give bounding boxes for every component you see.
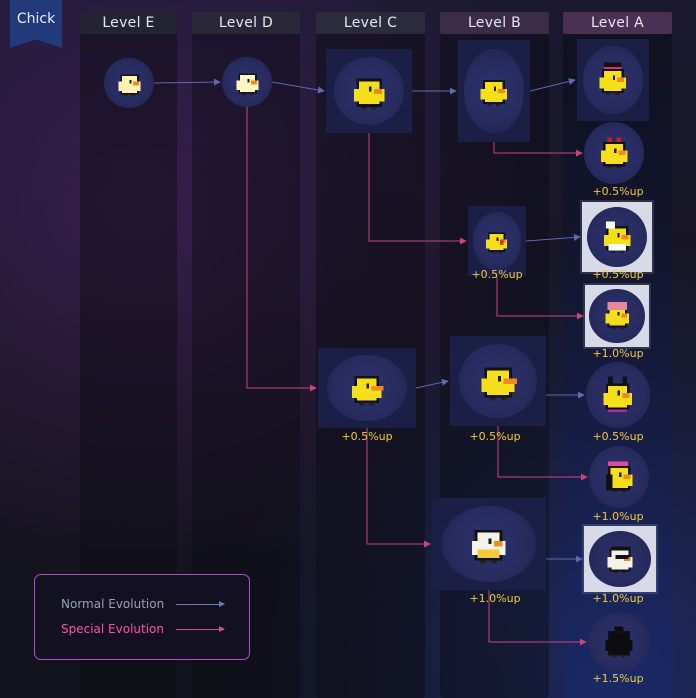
bride-chick-icon [595,215,640,260]
edge-b3-a6 [497,426,588,481]
node-ring [589,530,651,588]
node-white-cream-chick[interactable] [432,498,546,590]
chick-chick-icon [343,66,395,117]
sunglasses-chick-icon [597,538,643,580]
node-chick[interactable] [326,49,412,133]
legend-special-row: Special Evolution [61,622,226,636]
node-ring [458,344,538,418]
edge-b2-a3 [525,233,581,242]
edge-d1-c1 [271,81,325,94]
edge-c2-b4 [366,428,431,548]
node-ring [464,49,524,133]
node-red-bow-chick[interactable] [584,122,644,184]
red-bow-chick-icon [592,130,636,176]
top-hat-chick-icon [591,55,635,105]
level-b-header: Level B [440,12,549,34]
node-pink-hood-chick[interactable] [585,285,649,347]
node-ring [588,612,650,672]
node-ring [583,46,643,114]
node-ring [333,56,405,126]
node-ring [104,58,154,108]
evolution-legend: Normal Evolution Special Evolution [34,574,250,660]
node-baby-chick[interactable] [104,58,154,108]
edge-d1-c2 [246,107,317,392]
jester-chick-icon [594,371,641,420]
legend-normal-arrow-icon [176,600,226,607]
node-ring [584,122,644,184]
node-ring [586,206,648,268]
node-big-chick[interactable] [458,40,530,142]
edge-b4-a8 [488,590,587,646]
bonus-label-a8: +1.5%up [592,672,644,685]
white-cream-chick-icon [454,516,523,572]
node-top-hat-chick[interactable] [577,39,649,121]
bonus-label-b2: +0.5%up [471,268,523,281]
node-ring [473,212,521,270]
node-small-chick[interactable] [222,57,272,107]
baby-chick-icon [111,65,148,102]
bonus-label-a5: +0.5%up [592,430,644,443]
node-jester-chick[interactable] [586,362,650,428]
edge-b2-a4 [496,276,584,320]
bonus-label-a2: +0.5%up [592,185,644,198]
bonus-label-b4: +1.0%up [469,592,521,605]
bonus-label-a6: +1.0%up [592,510,644,523]
pink-cap-chick-icon [597,454,641,500]
yelling-chick-icon [479,220,514,262]
edge-c1-b2 [368,133,467,245]
edge-c2-b3 [415,378,449,389]
chick-orange-beak-chick-icon [337,364,396,413]
node-yelling-chick[interactable] [468,206,526,276]
level-a-header: Level A [563,12,672,34]
node-ring [586,362,650,428]
long-beak-chick-icon [469,354,527,409]
small-chick-icon [229,64,266,101]
legend-special-arrow-icon [176,625,226,632]
node-ring [589,446,649,508]
level-e-header: Level E [80,12,177,34]
edge-b1-a2 [493,142,583,157]
crow-chick-icon [596,620,642,664]
edge-b1-a1 [529,78,576,92]
node-chick-orange-beak[interactable] [318,348,416,428]
node-bride-chick[interactable] [582,202,652,272]
node-long-beak-chick[interactable] [450,336,546,426]
bonus-label-c2: +0.5%up [341,430,393,443]
node-pink-cap-chick[interactable] [589,446,649,508]
bonus-label-a4: +1.0%up [592,347,644,360]
node-ring [589,289,645,343]
level-d-header: Level D [192,12,300,34]
bonus-label-a7: +1.0%up [592,592,644,605]
legend-normal-label: Normal Evolution [61,597,165,611]
legend-normal-row: Normal Evolution [61,597,226,611]
node-sunglasses-chick[interactable] [584,526,656,592]
node-ring [442,506,536,582]
node-ring [222,57,272,107]
bonus-label-a3: +0.5%up [592,268,644,281]
level-c-header: Level C [316,12,425,34]
edge-e1-d1 [153,78,221,86]
node-ring [326,355,408,421]
big-chick-icon [472,60,516,122]
bonus-label-b3: +0.5%up [469,430,521,443]
legend-special-label: Special Evolution [61,622,165,636]
node-crow-silhouette[interactable] [588,612,650,672]
pink-hood-chick-icon [597,296,638,335]
